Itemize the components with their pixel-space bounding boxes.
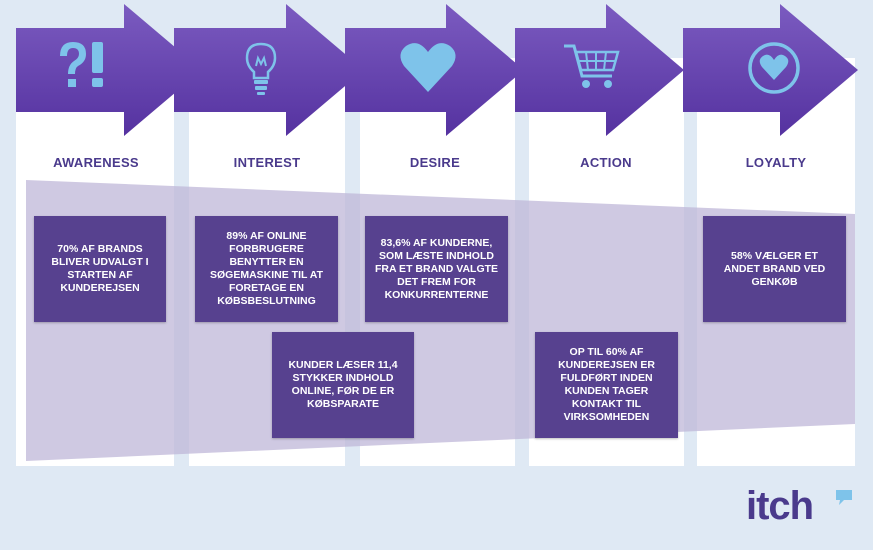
stage-label-loyalty: LOYALTY — [745, 155, 807, 170]
stat-box-content: KUNDER LÆSER 11,4 STYKKER INDHOLD ONLINE… — [272, 332, 414, 438]
stat-box-awareness: 70% AF BRANDS BLIVER UDVALGT I STARTEN A… — [34, 216, 166, 322]
stat-box-desire: 83,6% AF KUNDERNE, SOM LÆSTE INDHOLD FRA… — [365, 216, 508, 322]
stat-box-loyalty: 58% VÆLGER ET ANDET BRAND VED GENKØB — [703, 216, 846, 322]
stage-label-action: ACTION — [580, 155, 632, 170]
speech-bubble-icon — [836, 490, 852, 505]
shopping-cart-icon — [564, 44, 620, 88]
heart-icon — [400, 43, 456, 92]
question-exclamation-icon — [60, 42, 103, 87]
stage-label-interest: INTEREST — [233, 155, 301, 170]
heart-circle-icon — [748, 42, 800, 94]
stage-label-awareness: AWARENESS — [53, 155, 139, 170]
stat-box-action: OP TIL 60% AF KUNDEREJSEN ER FULDFØRT IN… — [535, 332, 678, 438]
logo-text: itch — [746, 484, 814, 528]
lightbulb-icon — [245, 42, 277, 95]
stat-box-interest: 89% AF ONLINE FORBRUGERE BENYTTER EN SØG… — [195, 216, 338, 322]
arrow-awareness — [16, 4, 202, 136]
stage-label-desire: DESIRE — [409, 155, 461, 170]
